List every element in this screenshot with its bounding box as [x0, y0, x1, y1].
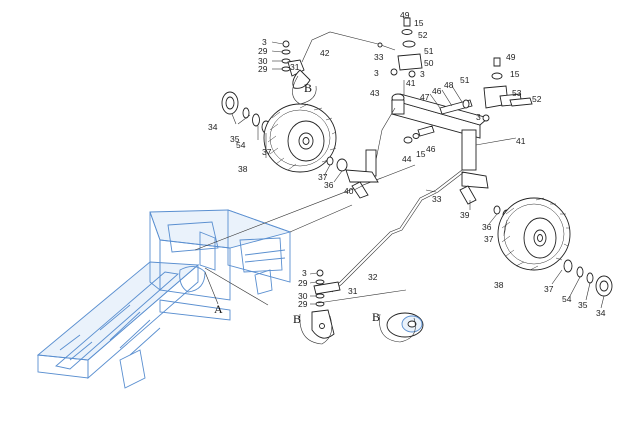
label-43: 43 — [370, 88, 380, 98]
label-53: 53 — [512, 88, 522, 98]
label-29: 29 — [298, 299, 308, 309]
label-52: 52 — [532, 94, 542, 104]
label-37: 37 — [544, 284, 554, 294]
label-52: 52 — [418, 30, 428, 40]
label-35: 35 — [230, 134, 240, 144]
right-kingpin-tube — [461, 129, 477, 171]
label-37: 37 — [262, 147, 272, 157]
label-29: 29 — [258, 64, 268, 74]
label-38: 38 — [494, 280, 504, 290]
label-49: 49 — [506, 52, 516, 62]
label-15: 15 — [416, 149, 426, 159]
label-34: 34 — [596, 308, 606, 318]
label-31: 31 — [290, 62, 300, 72]
label-41: 41 — [406, 78, 416, 88]
label-15: 15 — [414, 18, 424, 28]
label-54: 54 — [236, 140, 246, 150]
center-bolt-group — [403, 125, 435, 144]
label-3: 3 — [374, 68, 379, 78]
label-47: 47 — [420, 92, 430, 102]
label-51: 51 — [460, 75, 470, 85]
label-48: 48 — [444, 80, 454, 90]
label-49: 49 — [400, 10, 410, 20]
label-35: 35 — [578, 300, 588, 310]
right-upper-group — [439, 57, 533, 122]
label-38: 38 — [238, 164, 248, 174]
label-15: 15 — [510, 69, 520, 79]
front-axle-beam — [375, 93, 489, 171]
label-30: 30 — [258, 56, 268, 66]
pivot-disc-b — [386, 312, 424, 338]
label-54: 54 — [562, 294, 572, 304]
label-34: 34 — [208, 122, 218, 132]
lower-steering-group — [311, 269, 341, 339]
label-3: 3 — [262, 37, 267, 47]
label-39: 39 — [460, 210, 470, 220]
callout-b: B — [304, 81, 312, 95]
label-32: 32 — [368, 272, 378, 282]
label-51: 51 — [424, 46, 434, 56]
label-30: 30 — [298, 291, 308, 301]
part-labels: 3 29 30 29 31 42 49 15 52 33 51 50 3 3 4… — [208, 10, 606, 318]
label-33: 33 — [432, 194, 442, 204]
label-42: 42 — [320, 48, 330, 58]
label-leaders — [231, 41, 605, 309]
label-46: 46 — [432, 86, 442, 96]
label-36: 36 — [482, 222, 492, 232]
callout-letters: B A B B — [214, 81, 380, 326]
label-33: 33 — [374, 52, 384, 62]
callout-b: B — [372, 310, 380, 324]
label-3: 3 — [420, 69, 425, 79]
left-wheel-assembly — [221, 91, 348, 173]
callout-loops — [292, 75, 416, 345]
label-50: 50 — [424, 58, 434, 68]
label-46: 46 — [426, 144, 436, 154]
label-29: 29 — [298, 278, 308, 288]
tractor-frame — [36, 209, 292, 389]
center-pivot-group — [390, 17, 423, 78]
label-37: 37 — [318, 172, 328, 182]
label-41: 41 — [516, 136, 526, 146]
label-44: 44 — [402, 154, 412, 164]
label-31: 31 — [348, 286, 358, 296]
label-29: 29 — [258, 46, 268, 56]
label-37: 37 — [484, 234, 494, 244]
left-spindle — [345, 149, 379, 199]
label-3: 3 — [302, 268, 307, 278]
callout-a: A — [214, 302, 223, 316]
label-40: 40 — [344, 186, 354, 196]
right-wheel-assembly — [497, 197, 613, 297]
assembly-leader-lines — [194, 164, 416, 306]
label-3: 3 — [476, 112, 481, 122]
label-36: 36 — [324, 180, 334, 190]
callout-b: B — [293, 312, 301, 326]
